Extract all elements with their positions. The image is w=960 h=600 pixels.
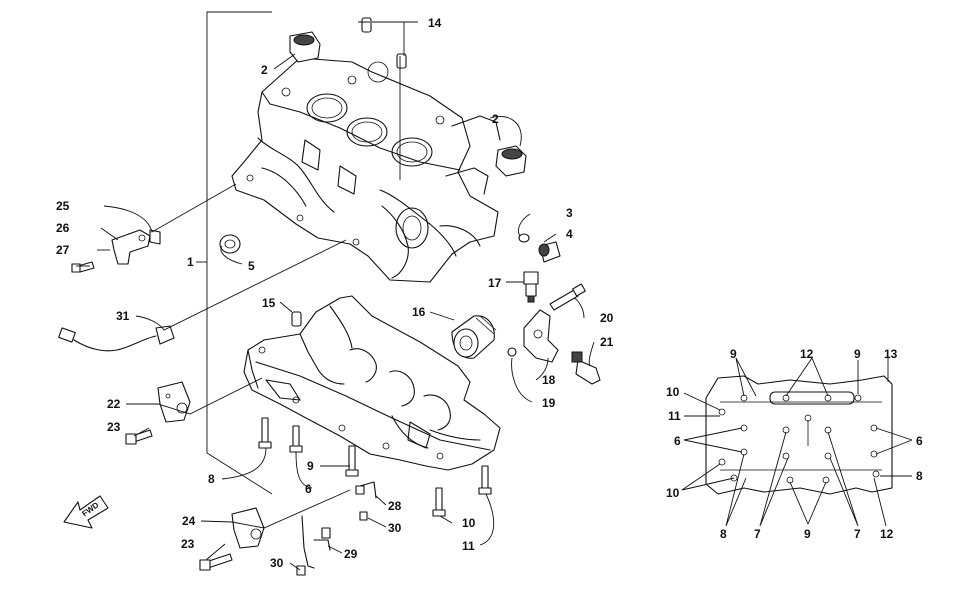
callout-5: 5 (248, 259, 255, 273)
callout-29: 29 (344, 547, 358, 561)
callout-labels: 1 2 2 3 4 5 6 8 9 10 11 14 15 16 17 18 1… (56, 16, 923, 570)
callout-8: 8 (208, 472, 215, 486)
callout-13: 13 (884, 347, 898, 361)
callout-11: 11 (668, 409, 681, 423)
callout-23: 23 (181, 537, 195, 551)
callout-27: 27 (56, 243, 70, 257)
screw-27 (71, 261, 95, 273)
callout-9: 9 (730, 347, 737, 361)
callout-26: 26 (56, 221, 70, 235)
callout-6: 6 (916, 434, 923, 448)
bracket-24 (231, 507, 265, 549)
callout-17: 17 (488, 276, 502, 290)
callout-3: 3 (566, 206, 573, 220)
callout-15: 15 (262, 296, 276, 310)
bolt-23a (125, 429, 153, 445)
callout-7: 7 (754, 527, 761, 541)
engine-mount-bushing-2b (495, 145, 527, 177)
callout-10: 10 (462, 516, 476, 530)
sensor-21 (571, 351, 601, 385)
callout-10: 10 (666, 486, 680, 500)
bracket-28 (355, 481, 377, 499)
callout-25: 25 (56, 199, 70, 213)
o-ring-19 (507, 347, 517, 357)
oil-filter-16 (451, 315, 497, 359)
oil-filter-adapter-18 (523, 309, 559, 363)
bolt-23b (199, 553, 233, 571)
callout-14: 14 (428, 16, 442, 30)
screw-30b (296, 565, 306, 576)
dowel-pin-15 (291, 311, 302, 327)
forward-direction-arrow: FWD (63, 495, 109, 529)
callout-7: 7 (854, 527, 861, 541)
callout-30: 30 (388, 521, 402, 535)
bottom-view-leaders (681, 357, 913, 527)
callout-6: 6 (674, 434, 681, 448)
crankcase-assembly-bracket (196, 11, 273, 495)
callout-4: 4 (566, 227, 573, 241)
sensor-cable-31 (58, 325, 175, 352)
lower-crankcase (243, 295, 501, 471)
screw-30a (359, 511, 368, 521)
callout-9: 9 (804, 527, 811, 541)
callout-30: 30 (270, 556, 284, 570)
callout-12: 12 (880, 527, 894, 541)
callout-8: 8 (916, 469, 923, 483)
dowel-pins-14 (361, 17, 407, 69)
bolt-20 (549, 283, 586, 311)
callout-9: 9 (307, 459, 314, 473)
callout-2: 2 (261, 63, 268, 77)
callout-20: 20 (600, 311, 614, 325)
callout-31: 31 (116, 309, 130, 323)
callout-22: 22 (107, 397, 121, 411)
lower-crankcase-bolts (258, 417, 492, 517)
callout-28: 28 (388, 499, 402, 513)
callout-6: 6 (305, 482, 312, 496)
oil-pressure-switch-17 (523, 271, 539, 303)
bracket-29 (301, 515, 331, 569)
callout-16: 16 (412, 305, 426, 319)
callout-8: 8 (720, 527, 727, 541)
callout-24: 24 (182, 514, 196, 528)
callout-12: 12 (800, 347, 814, 361)
callout-21: 21 (600, 335, 614, 349)
engine-mount-bushing-2a (289, 31, 321, 63)
lower-crankcase-bottom-view (705, 375, 893, 495)
leader-lines (76, 21, 595, 571)
callout-18: 18 (542, 373, 556, 387)
bracket-22 (157, 381, 191, 423)
callout-11: 11 (462, 539, 475, 553)
callout-10: 10 (666, 385, 680, 399)
callout-9: 9 (854, 347, 861, 361)
plug-5 (219, 234, 241, 254)
o-ring-3 (518, 233, 530, 243)
callout-23: 23 (107, 420, 121, 434)
callout-2: 2 (492, 112, 499, 126)
callout-19: 19 (542, 396, 556, 410)
upper-crankcase (231, 57, 501, 283)
callout-1: 1 (187, 255, 194, 269)
sensor-bracket-25-26 (111, 229, 161, 265)
plug-4 (538, 241, 561, 263)
